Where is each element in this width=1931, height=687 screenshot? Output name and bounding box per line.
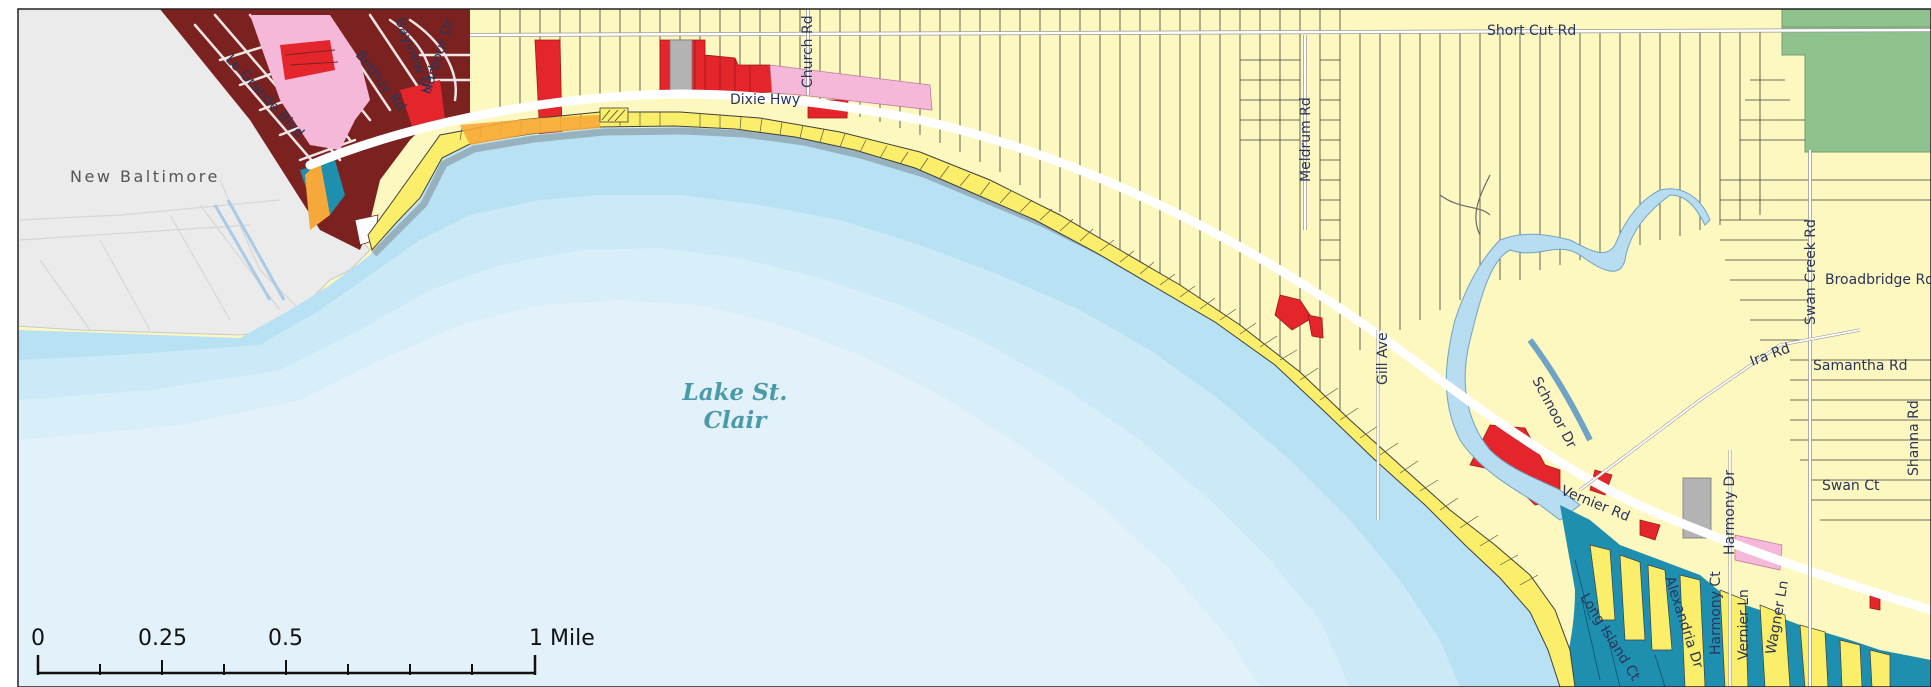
scale-label-mile: 1 Mile bbox=[529, 626, 595, 651]
road-label-harmony-ct: Harmony Ct bbox=[1708, 571, 1724, 655]
road-label-harmony-dr: Harmony Dr bbox=[1722, 470, 1738, 555]
scale-label-half: 0.5 bbox=[268, 626, 303, 651]
parcel-lines bbox=[499, 9, 1931, 521]
agricultural-zone bbox=[1781, 9, 1931, 153]
canal-lots bbox=[1589, 544, 1891, 687]
road-label-shanna-rd: Shanna Rd bbox=[1906, 400, 1922, 476]
place-label-new-baltimore: New Baltimore bbox=[70, 167, 220, 186]
road-label-meldrum-rd: Meldrum Rd bbox=[1298, 97, 1314, 182]
road-label-samantha-rd: Samantha Rd bbox=[1813, 358, 1908, 374]
swan-creek bbox=[1445, 188, 1711, 521]
road-label-broadbridge-rd: Broadbridge Rd bbox=[1825, 272, 1931, 288]
waterfront-residential bbox=[367, 111, 1576, 687]
road-label-swan-ct: Swan Ct bbox=[1822, 478, 1880, 494]
road-label-short-cut-rd: Short Cut Rd bbox=[1487, 23, 1576, 39]
road-network bbox=[305, 9, 1931, 687]
multi-family-zone-west bbox=[250, 15, 370, 150]
map-frame bbox=[17, 8, 1931, 687]
road-label-church-rd: Church Rd bbox=[800, 15, 816, 88]
multi-family-zone-dixie bbox=[769, 64, 933, 111]
road-label-gill-ave: Gill Ave bbox=[1375, 332, 1391, 385]
water-label-line2: Clair bbox=[704, 407, 769, 434]
lake-st-clair bbox=[18, 127, 1575, 687]
scale-label-0: 0 bbox=[31, 626, 45, 651]
road-label-swan-creek-rd: Swan Creek Rd bbox=[1803, 219, 1819, 325]
scale-label-quarter: 0.25 bbox=[138, 626, 187, 651]
short-cut-road bbox=[469, 28, 1931, 37]
road-label-vernier-ln: Vernier Ln bbox=[1736, 589, 1752, 660]
dixie-hwy-road bbox=[307, 90, 1931, 613]
ira-road bbox=[1579, 329, 1861, 491]
water-label-line1: Lake St. bbox=[682, 379, 788, 406]
scale-bar: 0 0.25 0.5 1 Mile bbox=[31, 626, 595, 675]
road-label-dixie-hwy: Dixie Hwy bbox=[730, 92, 800, 108]
